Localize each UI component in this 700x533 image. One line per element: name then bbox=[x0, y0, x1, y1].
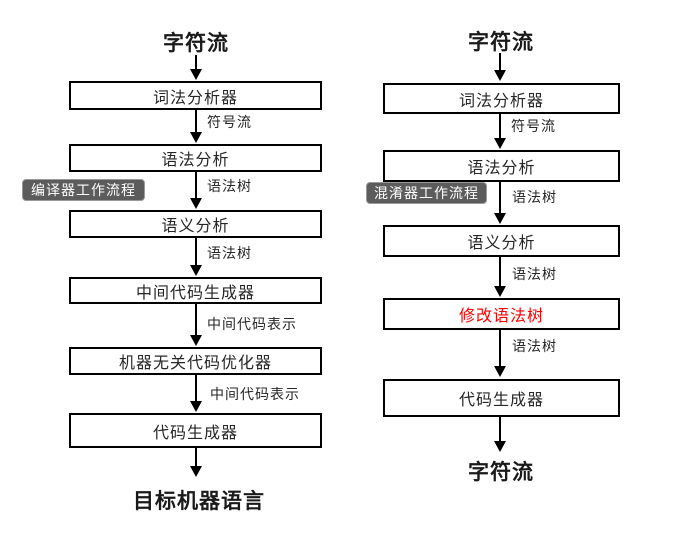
arrow-down-icon bbox=[190, 172, 202, 209]
flow-node-lexical-analyzer: 词法分析器 bbox=[69, 81, 322, 110]
arrow-down-icon bbox=[190, 110, 202, 143]
flow-node-code-generator: 代码生成器 bbox=[69, 413, 322, 448]
right-output-label: 字符流 bbox=[468, 461, 534, 484]
arrow-down-icon bbox=[190, 238, 202, 276]
arrow-down-icon bbox=[494, 417, 506, 452]
right-input-label: 字符流 bbox=[468, 31, 534, 54]
edge-label-syntax-tree: 语法树 bbox=[207, 245, 252, 261]
flow-node-lexical-analyzer: 词法分析器 bbox=[383, 83, 620, 114]
left-input-label: 字符流 bbox=[163, 32, 229, 55]
edge-label-intermediate-representation: 中间代码表示 bbox=[207, 316, 297, 332]
arrow-down-icon bbox=[190, 304, 202, 346]
flow-node-semantic-analysis: 语义分析 bbox=[69, 210, 322, 238]
edge-label-syntax-tree: 语法树 bbox=[512, 338, 557, 354]
arrow-down-icon bbox=[190, 55, 202, 80]
flow-node-syntax-analysis: 语法分析 bbox=[69, 144, 322, 172]
arrow-down-icon bbox=[494, 182, 506, 224]
edge-label-token-stream: 符号流 bbox=[207, 114, 252, 130]
compiler-workflow-badge: 编译器工作流程 bbox=[22, 179, 145, 201]
arrow-down-icon bbox=[494, 114, 506, 149]
arrow-down-icon bbox=[494, 53, 506, 81]
flow-node-syntax-analysis: 语法分析 bbox=[383, 150, 620, 182]
arrow-down-icon bbox=[190, 448, 202, 477]
arrow-down-icon bbox=[494, 330, 506, 377]
edge-label-intermediate-representation: 中间代码表示 bbox=[210, 386, 300, 402]
arrow-down-icon bbox=[190, 375, 202, 412]
edge-label-token-stream: 符号流 bbox=[511, 118, 556, 134]
flow-node-machine-independent-optimizer: 机器无关代码优化器 bbox=[69, 347, 322, 375]
edge-label-syntax-tree: 语法树 bbox=[207, 178, 252, 194]
flow-node-modify-syntax-tree: 修改语法树 bbox=[383, 298, 620, 330]
obfuscator-workflow-badge: 混淆器工作流程 bbox=[366, 182, 487, 204]
edge-label-syntax-tree: 语法树 bbox=[512, 266, 557, 282]
flow-node-code-generator: 代码生成器 bbox=[383, 379, 620, 417]
flow-node-intermediate-code-generator: 中间代码生成器 bbox=[69, 277, 322, 304]
flow-node-semantic-analysis: 语义分析 bbox=[383, 225, 620, 257]
left-output-label: 目标机器语言 bbox=[133, 490, 265, 513]
edge-label-syntax-tree: 语法树 bbox=[512, 189, 557, 205]
arrow-down-icon bbox=[494, 257, 506, 297]
